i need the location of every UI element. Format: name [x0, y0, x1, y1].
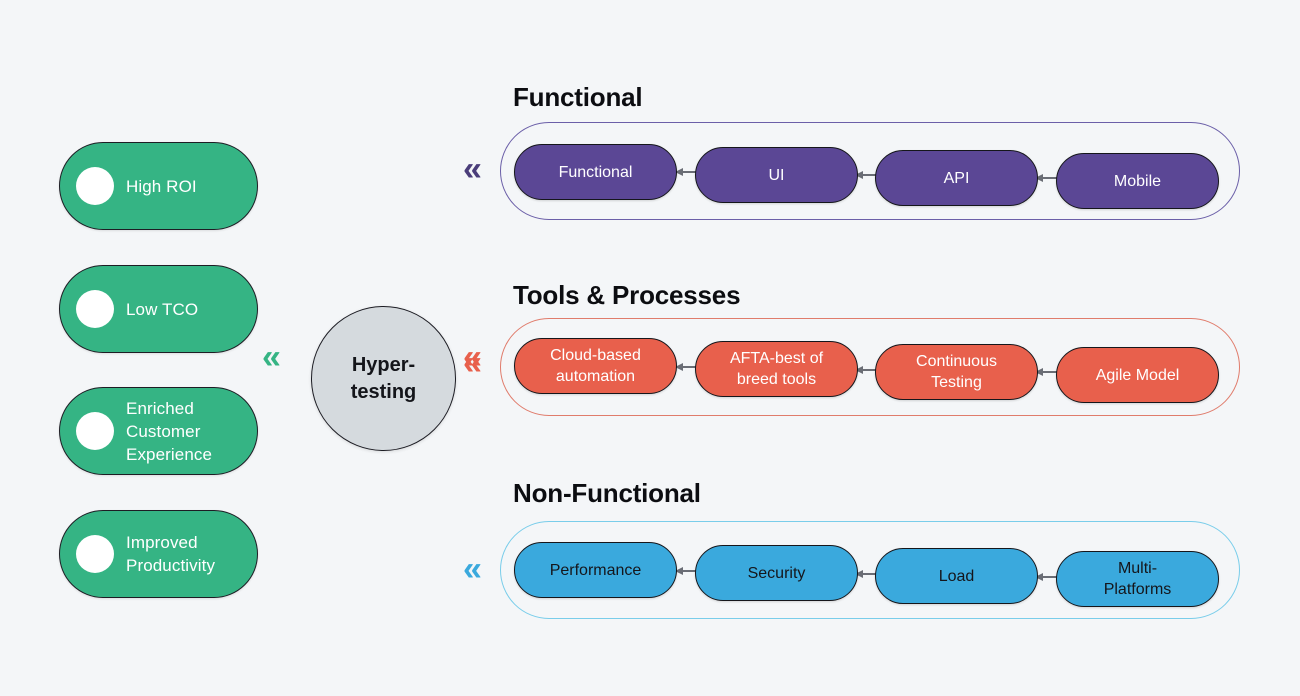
- chevron-nonfunctional-icon: «: [463, 550, 482, 588]
- connector-arrow: [675, 167, 704, 176]
- node-functional-api[interactable]: API: [875, 150, 1038, 206]
- node-nonfunctional-load[interactable]: Load: [875, 548, 1038, 604]
- node-nonfunctional-multi-platforms[interactable]: Multi- Platforms: [1056, 551, 1219, 607]
- connector-arrow: [1035, 173, 1064, 182]
- chevron-tools-icon: «: [463, 344, 482, 382]
- connector-arrow: [675, 362, 704, 371]
- group-container-functional: [500, 122, 1240, 220]
- node-tools-afta-best-of-breed-tools[interactable]: AFTA-best of breed tools: [695, 341, 858, 397]
- hub-label: Hyper- testing: [350, 353, 417, 403]
- chevron-hub-icon: «: [463, 338, 482, 376]
- benefit-label: Low TCO: [126, 299, 199, 319]
- node-tools-cloud-based-automation[interactable]: Cloud-based automation: [514, 338, 677, 394]
- group-heading-functional: Functional: [513, 82, 643, 112]
- benefit-bullet-icon: [76, 412, 114, 450]
- chevron-functional-icon: «: [463, 150, 482, 188]
- node-tools-continuous-testing[interactable]: Continuous Testing: [875, 344, 1038, 400]
- benefit-bullet-icon: [76, 167, 114, 205]
- node-nonfunctional-performance[interactable]: Performance: [514, 542, 677, 598]
- benefit-pill-enriched-customer-experience[interactable]: Enriched Customer Experience: [59, 387, 258, 475]
- group-heading-tools-processes: Tools & Processes: [513, 280, 741, 310]
- group-container-tools-processes: [500, 318, 1240, 416]
- node-nonfunctional-security[interactable]: Security: [695, 545, 858, 601]
- benefit-label: Improved Productivity: [126, 533, 216, 575]
- node-functional-mobile[interactable]: Mobile: [1056, 153, 1219, 209]
- connector-arrow: [855, 170, 884, 179]
- connector-arrow: [855, 365, 884, 374]
- node-tools-agile-model[interactable]: Agile Model: [1056, 347, 1219, 403]
- node-functional-ui[interactable]: UI: [695, 147, 858, 203]
- benefit-label: Enriched Customer Experience: [126, 398, 213, 464]
- benefit-bullet-icon: [76, 535, 114, 573]
- group-heading-non-functional: Non-Functional: [513, 478, 701, 508]
- benefit-bullet-icon: [76, 290, 114, 328]
- benefit-label: High ROI: [126, 176, 197, 196]
- chevron-benefits-icon: «: [262, 338, 281, 376]
- connector-arrow: [1035, 367, 1064, 376]
- benefit-pill-high-roi[interactable]: High ROI: [59, 142, 258, 230]
- group-container-non-functional: [500, 521, 1240, 619]
- hub-circle-hyper-testing[interactable]: Hyper- testing: [311, 306, 456, 451]
- connector-arrow: [855, 569, 884, 578]
- benefit-pill-improved-productivity[interactable]: Improved Productivity: [59, 510, 258, 598]
- connector-arrow: [675, 566, 704, 575]
- node-functional-functional[interactable]: Functional: [514, 144, 677, 200]
- connector-arrow: [1035, 572, 1064, 581]
- benefit-pill-low-tco[interactable]: Low TCO: [59, 265, 258, 353]
